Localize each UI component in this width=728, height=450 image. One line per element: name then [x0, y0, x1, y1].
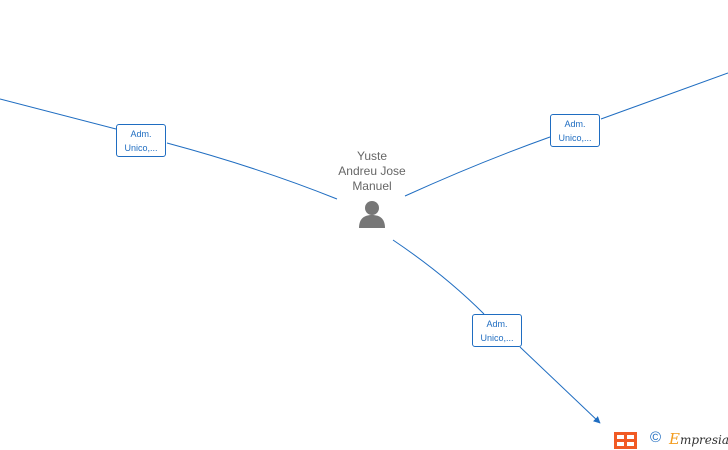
- role-label-line-2: Unico,...: [480, 333, 514, 343]
- footer-brand: © Empresia: [612, 428, 728, 450]
- role-box-right[interactable]: Adm. Unico,...: [550, 114, 600, 147]
- edge-bottom: [392, 239, 600, 423]
- person-name-line-1: Yuste: [356, 149, 388, 163]
- role-label-line-1: Adm.: [486, 319, 508, 329]
- role-label-line-2: Unico,...: [558, 133, 592, 143]
- edge-left: [0, 98, 338, 200]
- grid-logo-icon: [614, 432, 637, 449]
- person-name-line-3: Manuel: [352, 179, 392, 193]
- brand-name[interactable]: Empresia: [669, 430, 728, 448]
- edge-right: [404, 72, 728, 197]
- person-node[interactable]: Yuste Andreu Jose Manuel: [321, 149, 423, 229]
- role-label-line-2: Unico,...: [124, 143, 158, 153]
- role-label-line-1: Adm.: [130, 129, 152, 139]
- role-box-left[interactable]: Adm. Unico,...: [116, 124, 166, 157]
- role-label-line-1: Adm.: [564, 119, 586, 129]
- person-icon: [359, 201, 385, 228]
- person-name-line-2: Andreu Jose: [338, 164, 406, 178]
- person-name: Yuste Andreu Jose Manuel: [321, 149, 423, 194]
- role-box-bottom[interactable]: Adm. Unico,...: [472, 314, 522, 347]
- copyright-symbol: ©: [650, 429, 662, 446]
- brand-rest: mpresia: [679, 433, 728, 447]
- brand-initial: E: [669, 430, 680, 448]
